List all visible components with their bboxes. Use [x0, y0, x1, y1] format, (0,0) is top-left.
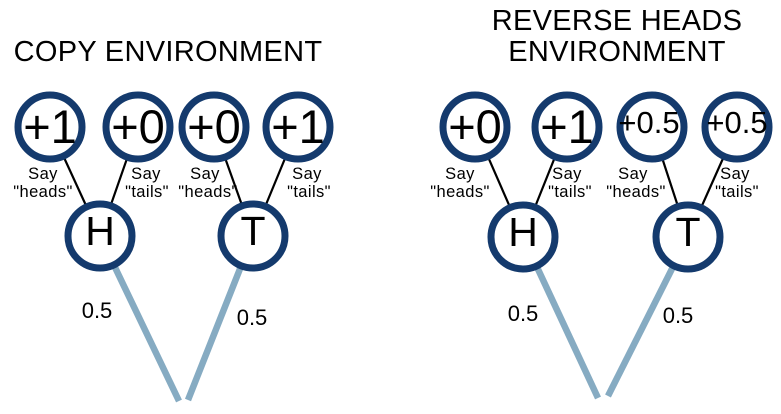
reward-node-circle [14, 91, 86, 163]
reward-node-circle [102, 91, 174, 163]
say-action-word: "tails" [287, 183, 331, 201]
reverse-heads-title-line1: REVERSE HEADS [492, 5, 742, 37]
reward-value: +0.5 [618, 105, 679, 140]
copy-environment-tree: COPY ENVIRONMENT +1 +0 +0 +1 Say "heads"… [13, 36, 334, 403]
reward-node-circle [531, 91, 603, 163]
coin-tails-node [217, 200, 289, 272]
reverse-heads-title-line2: ENVIRONMENT [508, 36, 726, 68]
probability-label: 0.5 [663, 303, 694, 328]
reward-node-circle [262, 91, 334, 163]
say-action-word: "heads" [13, 183, 72, 201]
coin-tails-label: T [675, 209, 700, 255]
say-action-label: Say [445, 165, 475, 183]
reward-value: +0 [187, 100, 241, 153]
say-action-label: Say [28, 165, 58, 183]
probability-label: 0.5 [82, 298, 113, 323]
say-action-label: Say [292, 165, 322, 183]
copy-environment-title: COPY ENVIRONMENT [14, 36, 323, 68]
reward-value: +1 [271, 100, 325, 153]
coin-heads-node [64, 200, 136, 272]
coin-tails-node [652, 201, 724, 273]
reward-value: +1 [540, 100, 594, 153]
coin-heads-label: H [508, 209, 538, 255]
reward-node-circle [178, 91, 250, 163]
say-action-word: "heads" [430, 183, 489, 201]
coin-heads-node [487, 201, 559, 273]
reward-value: +0 [111, 100, 165, 153]
say-action-word: "tails" [125, 183, 169, 201]
say-action-word: "tails" [548, 183, 592, 201]
reward-node-circle [701, 91, 773, 163]
reward-node-circle [439, 91, 511, 163]
say-action-word: "heads" [606, 183, 665, 201]
reward-value: +0.5 [706, 105, 767, 140]
reverse-heads-environment-tree: REVERSE HEADS ENVIRONMENT +0 +1 +0.5 +0.… [430, 5, 773, 400]
coin-tails-label: T [240, 208, 265, 254]
say-action-label: Say [720, 165, 750, 183]
reward-node-circle [616, 91, 688, 163]
say-action-label: Say [618, 165, 648, 183]
say-action-label: Say [190, 165, 220, 183]
say-action-word: "tails" [715, 183, 759, 201]
say-action-word: "heads" [178, 183, 237, 201]
say-action-label: Say [552, 165, 582, 183]
reward-value: +0 [448, 100, 502, 153]
probability-label: 0.5 [508, 301, 539, 326]
probability-label: 0.5 [237, 305, 268, 330]
coin-heads-label: H [85, 208, 115, 254]
reward-value: +1 [23, 100, 77, 153]
say-action-label: Say [131, 165, 161, 183]
